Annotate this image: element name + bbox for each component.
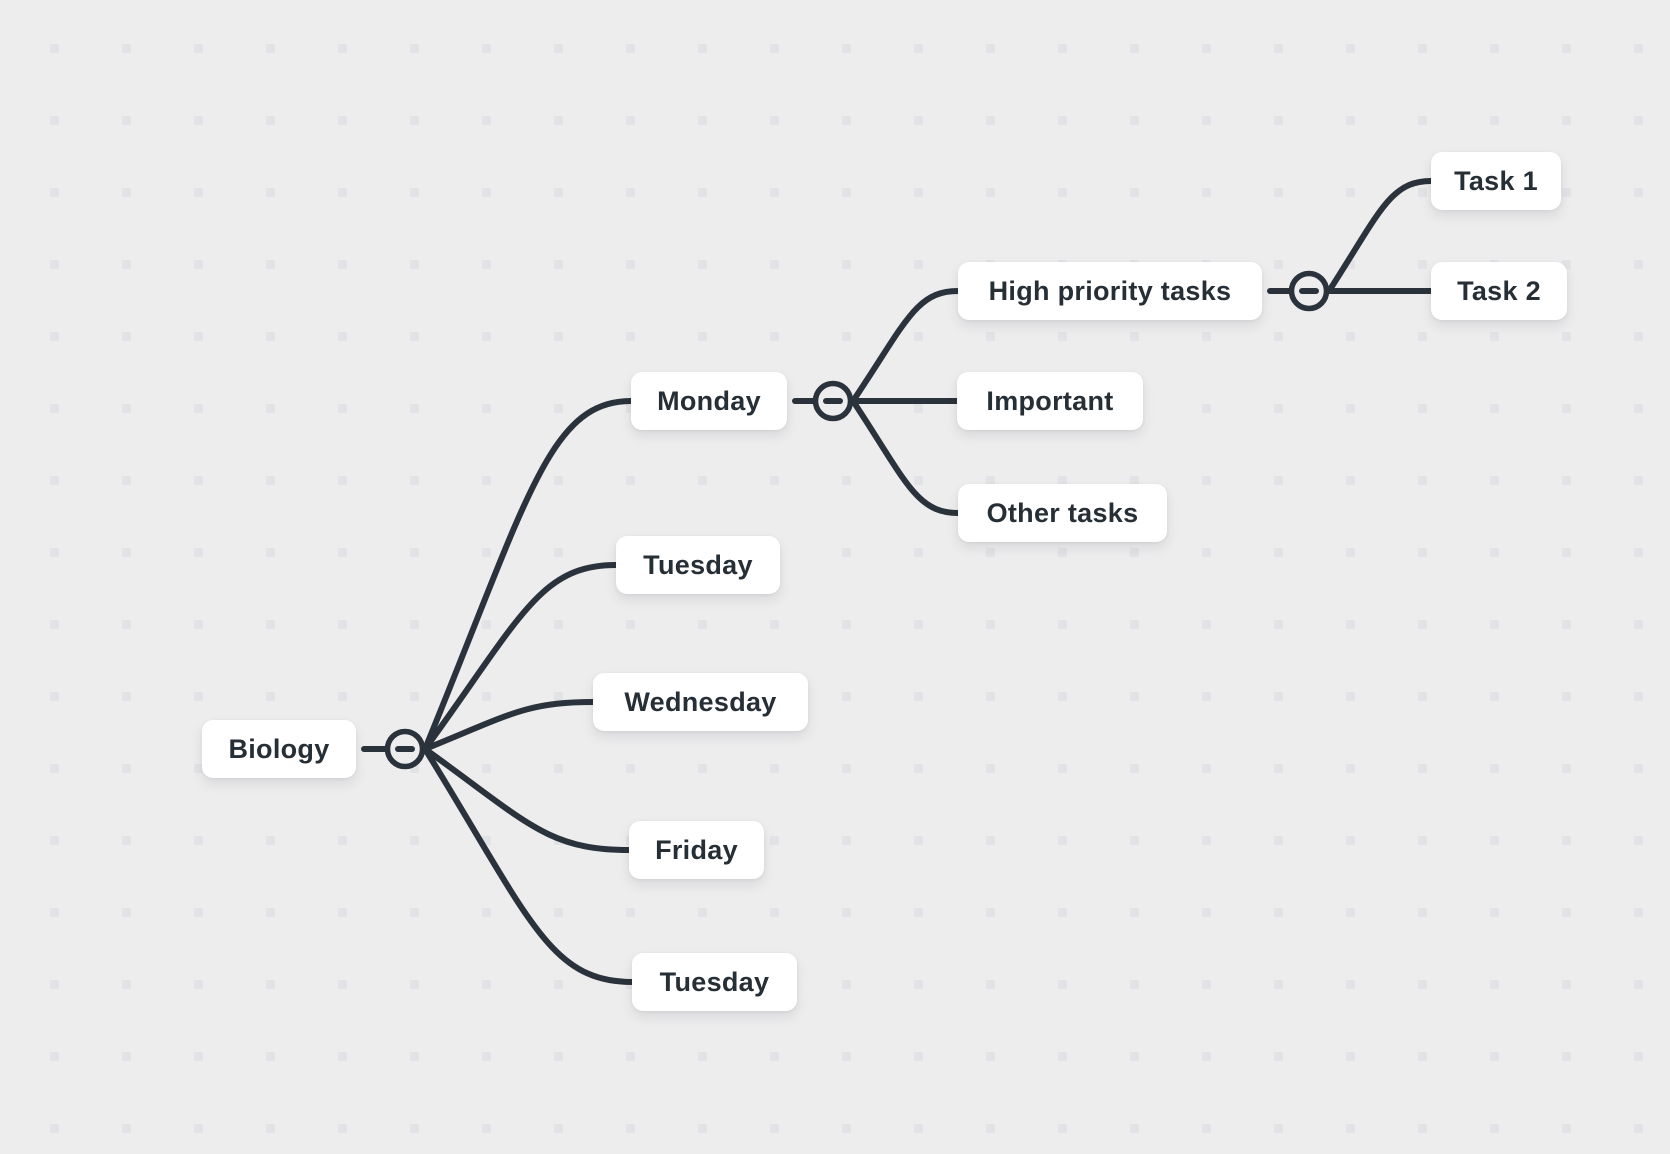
node-label: Important [986,385,1114,416]
edge-biology-wednesday [422,699,596,752]
edge-hpt-task-1 [1326,178,1434,294]
node-label: Task 1 [1454,165,1538,196]
node-label: Biology [228,733,330,764]
node-label: Other tasks [986,497,1139,528]
node-tuesday-1[interactable]: Tuesday [616,536,780,594]
node-label: Wednesday [624,686,777,717]
node-task-1[interactable]: Task 1 [1431,152,1561,210]
node-friday[interactable]: Friday [629,821,764,879]
edge-biology-monday [422,398,634,752]
edge-biology-tuesday-2 [422,746,635,985]
node-biology[interactable]: Biology [202,720,356,778]
collapse-button-high-priority-tasks[interactable] [1288,270,1330,312]
node-tuesday-2[interactable]: Tuesday [632,953,797,1011]
node-label: High priority tasks [988,275,1232,306]
node-label: Monday [657,385,761,416]
node-monday[interactable]: Monday [631,372,787,430]
node-task-2[interactable]: Task 2 [1431,262,1567,320]
edge-biology-friday [422,746,632,853]
node-label: Tuesday [659,966,770,997]
node-important[interactable]: Important [957,372,1143,430]
collapse-button-monday[interactable] [812,380,854,422]
edge-biology-tuesday-1 [422,562,619,752]
edge-monday-high-priority-tasks [850,288,961,404]
edge-monday-other-tasks [850,398,961,516]
node-label: Friday [655,834,738,865]
node-other-tasks[interactable]: Other tasks [958,484,1167,542]
node-label: Tuesday [643,549,753,580]
node-wednesday[interactable]: Wednesday [593,673,808,731]
collapse-button-biology[interactable] [384,728,426,770]
node-label: Task 2 [1457,275,1541,306]
node-high-priority-tasks[interactable]: High priority tasks [958,262,1262,320]
